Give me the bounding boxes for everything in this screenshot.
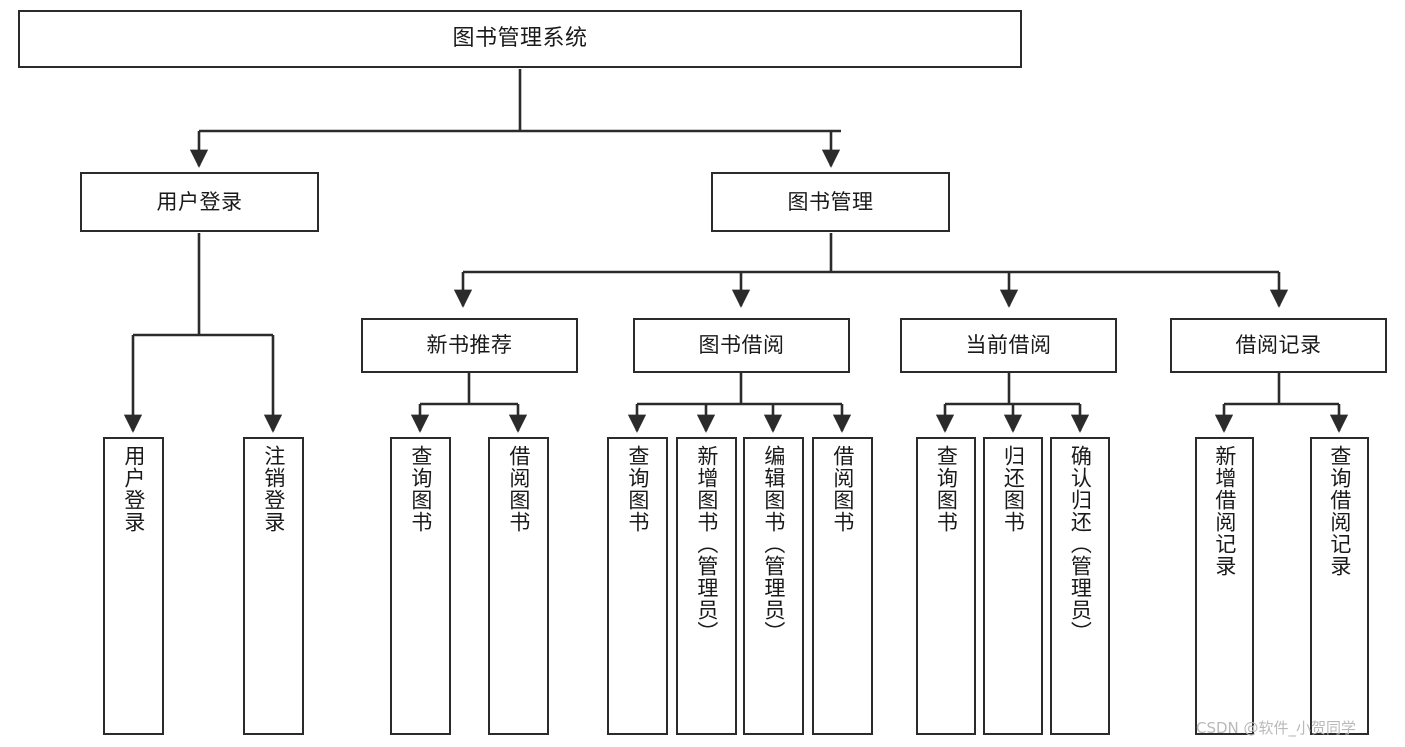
leaf-current-confirm-return-label: 确认归还（管理员） [1068,445,1093,643]
node-user-login[interactable]: 用户登录 [80,172,319,232]
leaf-newbook-query-book[interactable]: 查询图书 [390,437,451,735]
leaf-user-logout-label: 注销登录 [261,445,286,533]
leaf-newbook-query-book-label: 查询图书 [408,445,433,533]
leaf-borrow-borrow-book-label: 借阅图书 [830,445,855,533]
node-new-book-recommend-label: 新书推荐 [426,333,513,358]
leaf-borrow-query-book-label: 查询图书 [625,445,650,533]
node-new-book-recommend[interactable]: 新书推荐 [361,318,578,373]
leaf-borrow-query-book[interactable]: 查询图书 [607,437,668,735]
leaf-current-return-book-label: 归还图书 [1001,445,1026,533]
leaf-records-add-record[interactable]: 新增借阅记录 [1195,437,1254,735]
leaf-newbook-borrow-book[interactable]: 借阅图书 [488,437,549,735]
node-book-management-label: 图书管理 [787,189,874,214]
leaf-borrow-edit-book[interactable]: 编辑图书（管理员） [743,437,804,735]
node-current-borrow-label: 当前借阅 [965,333,1052,358]
leaf-records-query-record[interactable]: 查询借阅记录 [1310,437,1369,735]
node-user-login-label: 用户登录 [156,189,243,214]
leaf-borrow-add-book[interactable]: 新增图书（管理员） [676,437,737,735]
leaf-current-query-book-label: 查询图书 [934,445,959,533]
node-book-borrow-label: 图书借阅 [698,333,785,358]
leaf-records-query-record-label: 查询借阅记录 [1327,445,1352,577]
node-root-label: 图书管理系统 [452,26,588,52]
node-root[interactable]: 图书管理系统 [18,10,1022,68]
node-borrow-records[interactable]: 借阅记录 [1170,318,1387,373]
node-borrow-records-label: 借阅记录 [1235,333,1322,358]
leaf-borrow-add-book-label: 新增图书（管理员） [694,445,719,643]
leaf-user-login-label: 用户登录 [121,445,146,533]
node-book-borrow[interactable]: 图书借阅 [633,318,850,373]
node-book-management[interactable]: 图书管理 [711,172,950,232]
leaf-current-query-book[interactable]: 查询图书 [916,437,976,735]
leaf-user-login[interactable]: 用户登录 [103,437,164,735]
node-current-borrow[interactable]: 当前借阅 [900,318,1117,373]
leaf-borrow-edit-book-label: 编辑图书（管理员） [761,445,786,643]
leaf-user-logout[interactable]: 注销登录 [243,437,304,735]
leaf-current-return-book[interactable]: 归还图书 [983,437,1043,735]
leaf-records-add-record-label: 新增借阅记录 [1212,445,1237,577]
leaf-borrow-borrow-book[interactable]: 借阅图书 [812,437,873,735]
leaf-current-confirm-return[interactable]: 确认归还（管理员） [1050,437,1110,735]
leaf-newbook-borrow-book-label: 借阅图书 [506,445,531,533]
